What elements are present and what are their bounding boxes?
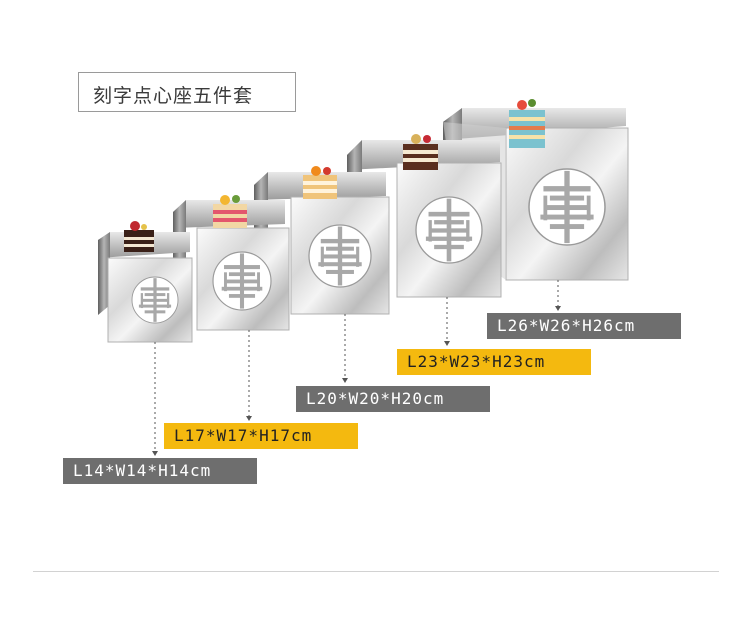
- size-label-14: L14*W14*H14cm: [63, 458, 257, 484]
- bottom-divider: [33, 571, 719, 572]
- size-label-26: L26*W26*H26cm: [487, 313, 681, 339]
- product-title-box: 刻字点心座五件套: [78, 72, 296, 112]
- size-label-20: L20*W20*H20cm: [296, 386, 490, 412]
- cake-3: [303, 166, 337, 199]
- leader-lines: [154, 280, 559, 455]
- product-title: 刻字点心座五件套: [93, 85, 254, 107]
- cake-5: [509, 99, 545, 148]
- size-label-23: L23*W23*H23cm: [397, 349, 591, 375]
- cake-2: [213, 195, 247, 228]
- size-label-17: L17*W17*H17cm: [164, 423, 358, 449]
- leader-arrows: [152, 306, 561, 456]
- cake-4: [403, 134, 438, 170]
- cake-1: [124, 221, 154, 252]
